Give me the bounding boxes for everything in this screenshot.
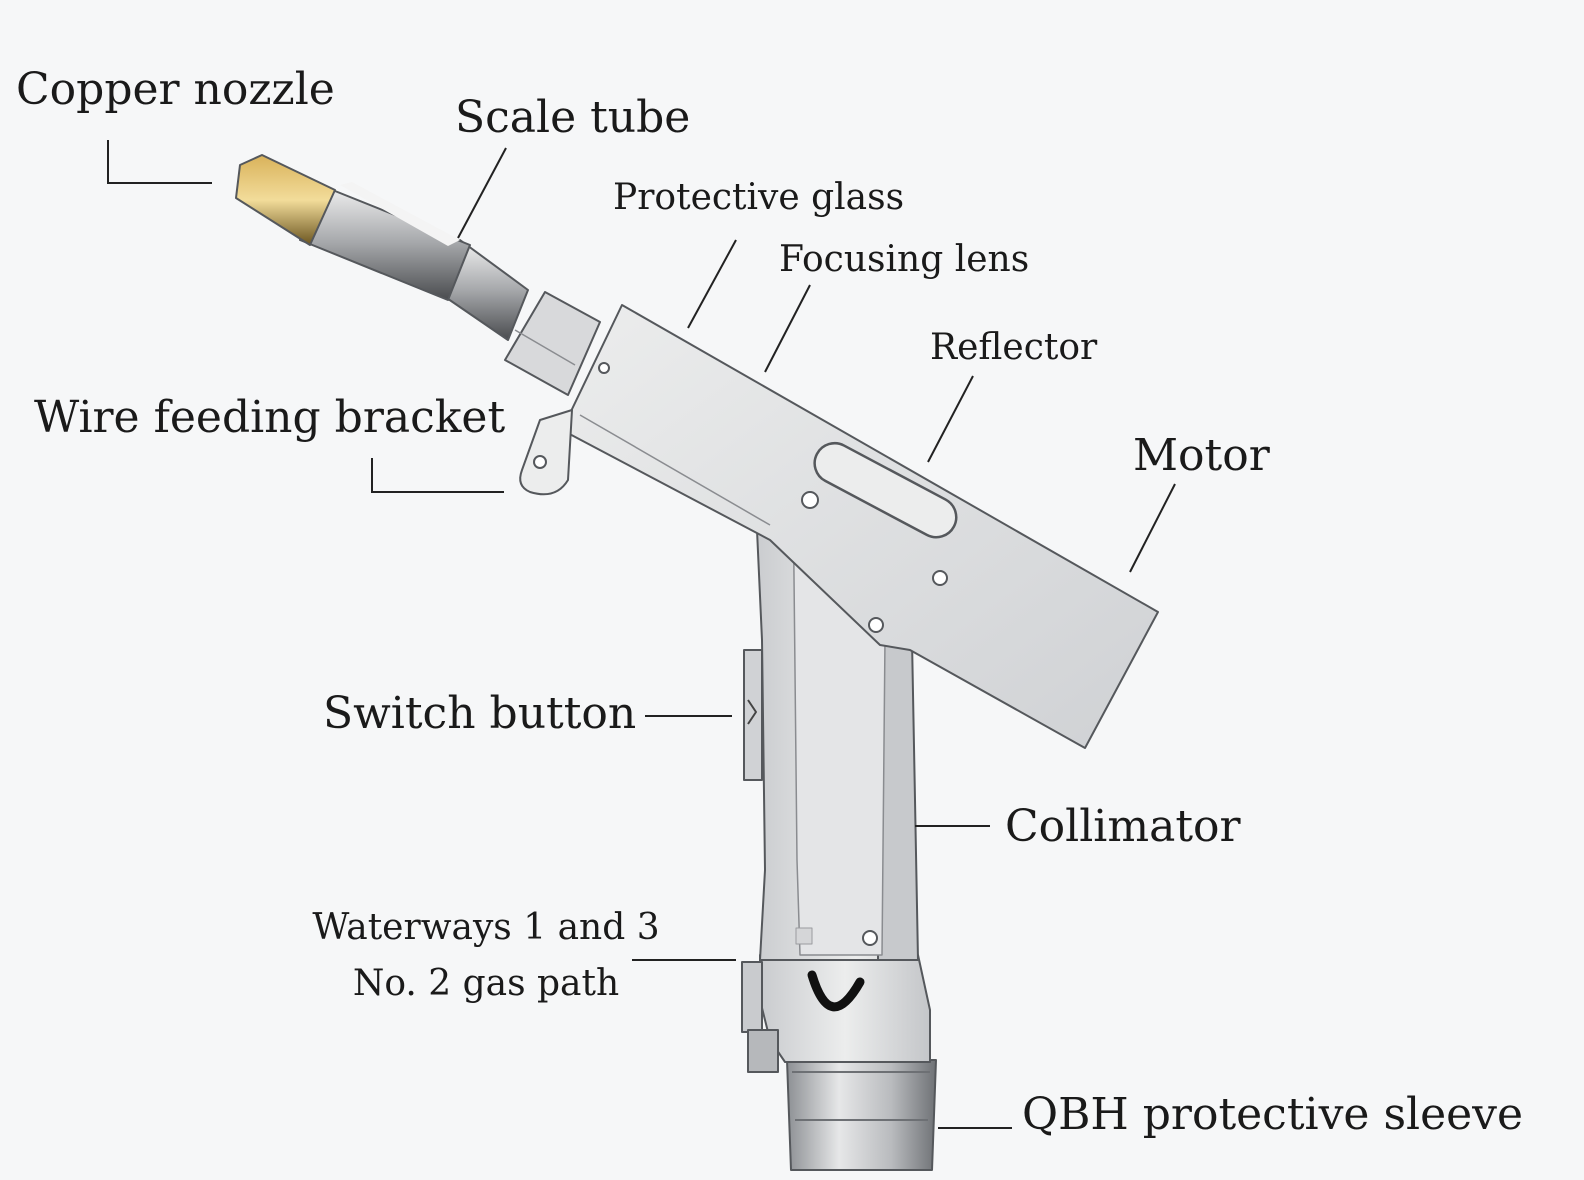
label-motor: Motor: [1133, 430, 1270, 481]
label-copper-nozzle: Copper nozzle: [16, 64, 335, 115]
collimator-base-shape: [759, 954, 931, 1063]
label-focusing-lens: Focusing lens: [779, 239, 1030, 280]
label-waterways: Waterways 1 and 3: [312, 907, 660, 948]
leader-copper-nozzle: [107, 140, 212, 184]
reflector-window: [813, 441, 958, 539]
leader-wire-feeding-bracket: [371, 458, 504, 493]
label-wire-feeding-bracket: Wire feeding bracket: [34, 392, 506, 443]
qbh-sleeve-shape: [786, 1059, 937, 1171]
wire-bracket-shape: [519, 409, 573, 496]
main-body-shape: [561, 304, 1159, 749]
label-qbh-protective-sleeve: QBH protective sleeve: [1022, 1089, 1524, 1140]
gun-body: [235, 154, 1159, 1171]
leader-lines: [107, 140, 1176, 1129]
coupling-nut-shape: [504, 291, 601, 396]
leader-scale-tube: [457, 147, 507, 239]
label-protective-glass: Protective glass: [613, 177, 905, 218]
leader-reflector: [927, 375, 974, 463]
label-gas-path: No. 2 gas path: [352, 963, 620, 1004]
label-reflector: Reflector: [930, 327, 1098, 368]
label-collimator: Collimator: [1005, 801, 1241, 852]
label-switch-button: Switch button: [323, 688, 637, 739]
leader-focusing-lens: [764, 284, 811, 373]
leader-motor: [1129, 483, 1176, 573]
leader-protective-glass: [687, 239, 737, 329]
copper-nozzle-shape: [235, 154, 336, 246]
label-scale-tube: Scale tube: [455, 92, 691, 143]
label-waterways-gas-path: Waterways 1 and 3 No. 2 gas path: [296, 900, 676, 1012]
